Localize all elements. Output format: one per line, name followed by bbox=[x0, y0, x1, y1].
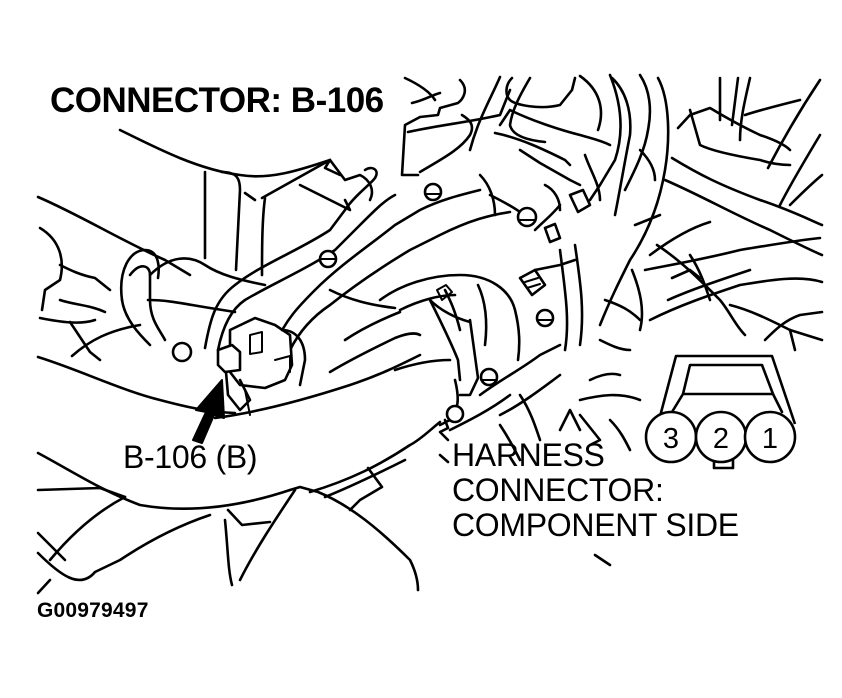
figure-id: G00979497 bbox=[37, 599, 149, 622]
harness-label-line3: COMPONENT SIDE bbox=[452, 507, 739, 543]
connector-pin-2: 2 bbox=[694, 410, 748, 464]
hose-clamp bbox=[328, 273, 521, 427]
connector-title: CONNECTOR: B-106 bbox=[50, 81, 384, 120]
harness-connector-label: HARNESS CONNECTOR: COMPONENT SIDE bbox=[452, 438, 739, 543]
manifold-bolts bbox=[423, 182, 592, 244]
pin-2-label: 2 bbox=[713, 423, 729, 455]
pipes-upper bbox=[203, 166, 512, 352]
harness-label-line2: CONNECTOR: bbox=[452, 472, 664, 508]
bolt-head bbox=[318, 249, 338, 269]
connector-callout-label: B-106 (B) bbox=[123, 439, 258, 475]
connector-b106-body bbox=[171, 316, 307, 416]
bracket-bolts bbox=[445, 243, 584, 432]
harness-label-line1: HARNESS bbox=[452, 437, 605, 473]
manifold-upper bbox=[400, 73, 632, 232]
pin-3-label: 3 bbox=[663, 423, 679, 455]
right-side-components bbox=[498, 73, 824, 567]
coolant-hose-left bbox=[119, 248, 267, 347]
connector-pin-1: 1 bbox=[743, 410, 797, 464]
harness-connector-face bbox=[656, 354, 797, 470]
radiator-hose-lower bbox=[36, 353, 442, 595]
harness-label-leader bbox=[438, 418, 450, 464]
callout-arrow bbox=[192, 379, 225, 444]
engine-block-outline bbox=[36, 128, 374, 415]
pin-1-label: 1 bbox=[762, 423, 778, 455]
